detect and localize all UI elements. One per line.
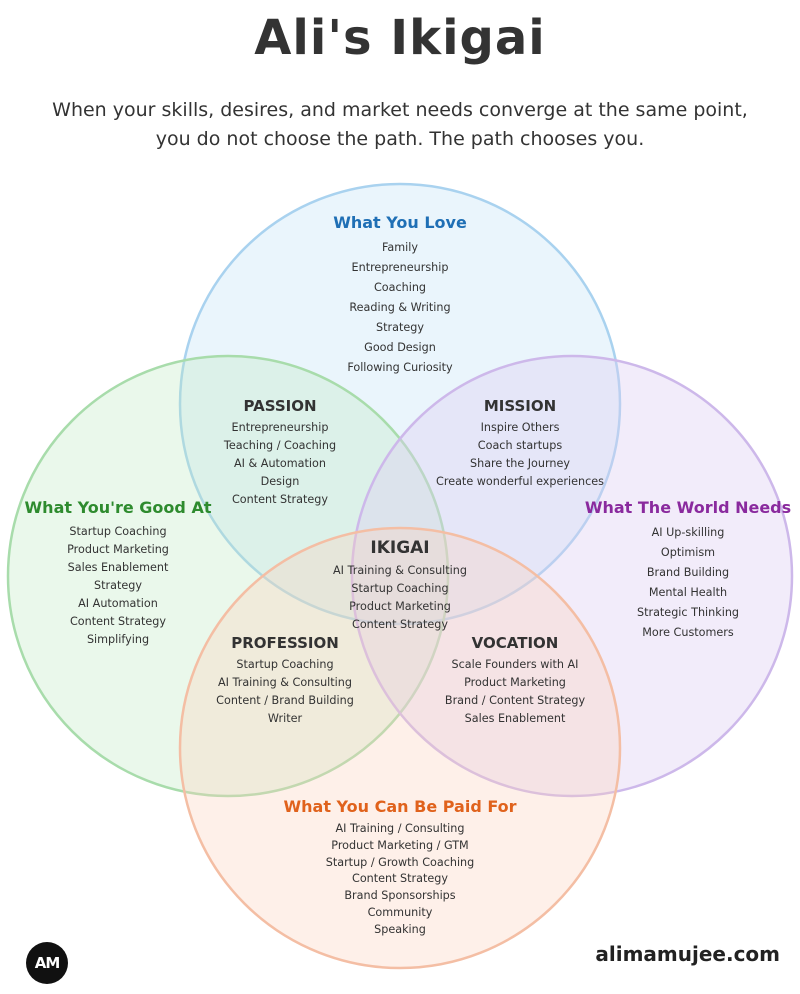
paid-item: Product Marketing / GTM <box>331 838 469 852</box>
paid-item: Brand Sponsorships <box>344 889 456 903</box>
love-item: Family <box>382 241 418 254</box>
passion-group: PASSION Entrepreneurship Teaching / Coac… <box>224 397 336 509</box>
love-item: Reading & Writing <box>349 301 451 314</box>
world-item: Optimism <box>660 546 716 559</box>
paid-list: AI Training / Consulting Product Marketi… <box>283 821 516 939</box>
paid-title: What You Can Be Paid For <box>283 797 517 816</box>
love-item: Coaching <box>373 281 427 294</box>
world-list: AI Up-skilling Optimism Brand Building M… <box>585 523 791 643</box>
good-list: Startup Coaching Product Marketing Sales… <box>25 523 212 649</box>
subtitle: When your skills, desires, and market ne… <box>30 96 770 154</box>
ikigai-item: AI Training & Consulting <box>333 564 467 577</box>
passion-list: Entrepreneurship Teaching / Coaching AI … <box>224 419 336 509</box>
subtitle-line-1: When your skills, desires, and market ne… <box>52 99 748 121</box>
paid-item: Speaking <box>374 922 426 936</box>
vocation-item: Scale Founders with AI <box>451 658 579 671</box>
ikigai-item: Content Strategy <box>352 618 448 631</box>
vocation-list: Scale Founders with AI Product Marketing… <box>445 656 585 728</box>
paid-item: Content Strategy <box>352 872 448 886</box>
am-logo: AM <box>26 942 68 984</box>
passion-item: AI & Automation <box>234 457 326 470</box>
mission-item: Create wonderful experiences <box>436 475 604 488</box>
passion-item: Content Strategy <box>232 493 328 506</box>
subtitle-line-2: you do not choose the path. The path cho… <box>155 128 645 150</box>
good-item: Simplifying <box>86 633 150 646</box>
vocation-group: VOCATION Scale Founders with AI Product … <box>445 634 585 728</box>
world-item: Brand Building <box>646 566 730 579</box>
good-item: Product Marketing <box>67 543 169 556</box>
love-group: What You Love Family Entrepreneurship Co… <box>333 213 467 378</box>
circle-what-you-can-be-paid-for <box>178 526 622 970</box>
love-item: Following Curiosity <box>347 361 453 374</box>
mission-item: Share the Journey <box>470 457 570 470</box>
ikigai-item: Startup Coaching <box>351 582 449 595</box>
mission-item: Inspire Others <box>480 421 560 434</box>
good-title: What You're Good At <box>24 498 212 517</box>
profession-item: Startup Coaching <box>236 658 334 671</box>
love-list: Family Entrepreneurship Coaching Reading… <box>333 238 467 378</box>
love-title: What You Love <box>333 213 467 232</box>
passion-item: Design <box>260 475 300 488</box>
page-title: Ali's Ikigai <box>254 10 546 66</box>
mission-list: Inspire Others Coach startups Share the … <box>436 419 604 491</box>
world-group: What The World Needs AI Up-skilling Opti… <box>585 498 791 643</box>
profession-group: PROFESSION Startup Coaching AI Training … <box>216 634 354 728</box>
profession-item: Writer <box>267 712 303 725</box>
vocation-item: Brand / Content Strategy <box>444 694 586 707</box>
love-item: Strategy <box>376 321 424 334</box>
good-item: Strategy <box>94 579 142 592</box>
paid-item: AI Training / Consulting <box>335 822 465 835</box>
profession-item: AI Training & Consulting <box>218 676 352 689</box>
world-item: AI Up-skilling <box>651 526 725 539</box>
ikigai-group: IKIGAI AI Training & Consulting Startup … <box>333 538 467 634</box>
mission-group: MISSION Inspire Others Coach startups Sh… <box>436 397 604 491</box>
love-item: Good Design <box>364 341 436 354</box>
circle-what-youre-good-at <box>6 354 450 798</box>
ikigai-title: IKIGAI <box>370 538 430 558</box>
ikigai-list: AI Training & Consulting Startup Coachin… <box>333 562 467 634</box>
paid-group: What You Can Be Paid For AI Training / C… <box>283 797 516 939</box>
passion-title: PASSION <box>243 397 317 415</box>
passion-item: Entrepreneurship <box>231 421 329 434</box>
world-title: What The World Needs <box>584 498 792 517</box>
good-item: Startup Coaching <box>69 525 167 538</box>
world-item: Mental Health <box>648 586 728 599</box>
ikigai-item: Product Marketing <box>349 600 451 613</box>
paid-item: Community <box>367 905 433 919</box>
good-item: Sales Enablement <box>67 561 169 574</box>
good-item: AI Automation <box>78 597 158 610</box>
mission-item: Coach startups <box>477 439 563 452</box>
vocation-item: Sales Enablement <box>464 712 566 725</box>
circle-what-you-love <box>178 182 622 626</box>
profession-item: Content / Brand Building <box>216 694 354 707</box>
profession-list: Startup Coaching AI Training & Consultin… <box>216 656 354 728</box>
paid-item: Startup / Growth Coaching <box>325 855 475 869</box>
love-item: Entrepreneurship <box>351 261 449 274</box>
world-item: Strategic Thinking <box>636 606 740 619</box>
mission-title: MISSION <box>483 397 557 415</box>
world-item: More Customers <box>642 626 734 639</box>
profession-title: PROFESSION <box>231 634 339 652</box>
good-group: What You're Good At Startup Coaching Pro… <box>25 498 212 649</box>
passion-item: Teaching / Coaching <box>223 439 337 452</box>
good-item: Content Strategy <box>70 615 166 628</box>
website-link[interactable]: alimamujee.com <box>595 942 780 966</box>
circle-what-the-world-needs <box>350 354 794 798</box>
vocation-item: Product Marketing <box>464 676 566 689</box>
vocation-title: VOCATION <box>471 634 559 652</box>
